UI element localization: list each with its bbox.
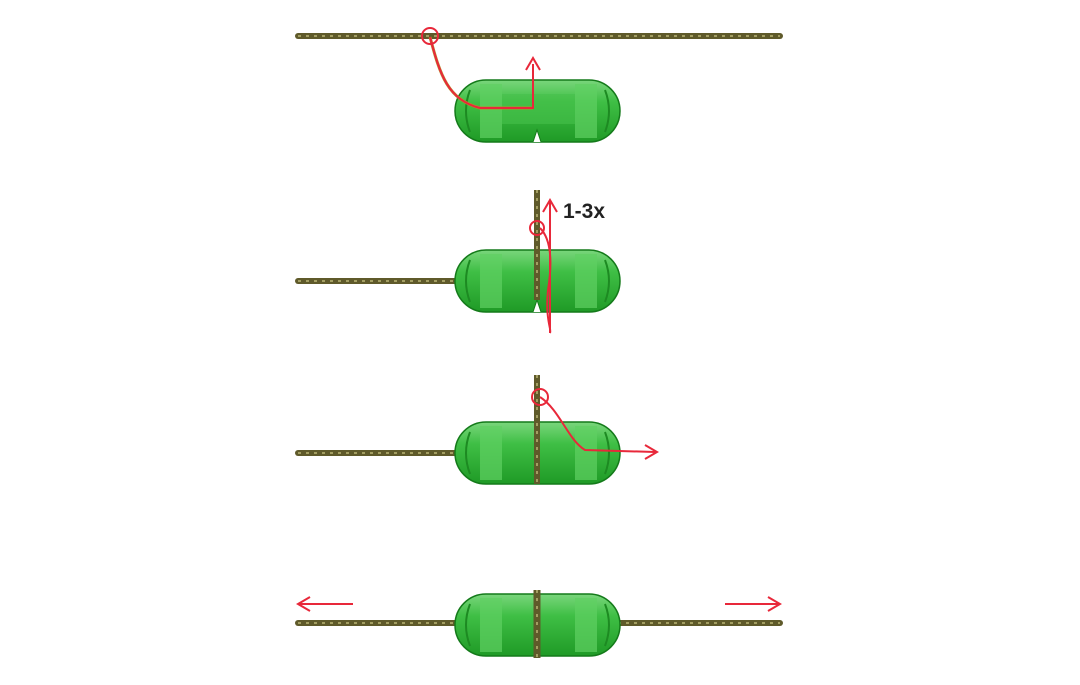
loop-circle-icon xyxy=(529,220,545,236)
step-1 xyxy=(295,27,783,143)
arrow-right-icon xyxy=(725,596,782,612)
step-4 xyxy=(295,590,783,658)
loop-circle-icon xyxy=(421,27,439,45)
repeat-count-label: 1-3x xyxy=(563,200,605,223)
arrow-left-icon xyxy=(296,596,353,612)
step-2: 1-3x xyxy=(295,190,621,334)
arrow-up-icon xyxy=(429,36,541,109)
loop-circle-icon xyxy=(531,388,549,406)
arrow-up-icon xyxy=(539,198,558,334)
bobbin xyxy=(454,79,621,143)
step-3 xyxy=(295,375,659,485)
